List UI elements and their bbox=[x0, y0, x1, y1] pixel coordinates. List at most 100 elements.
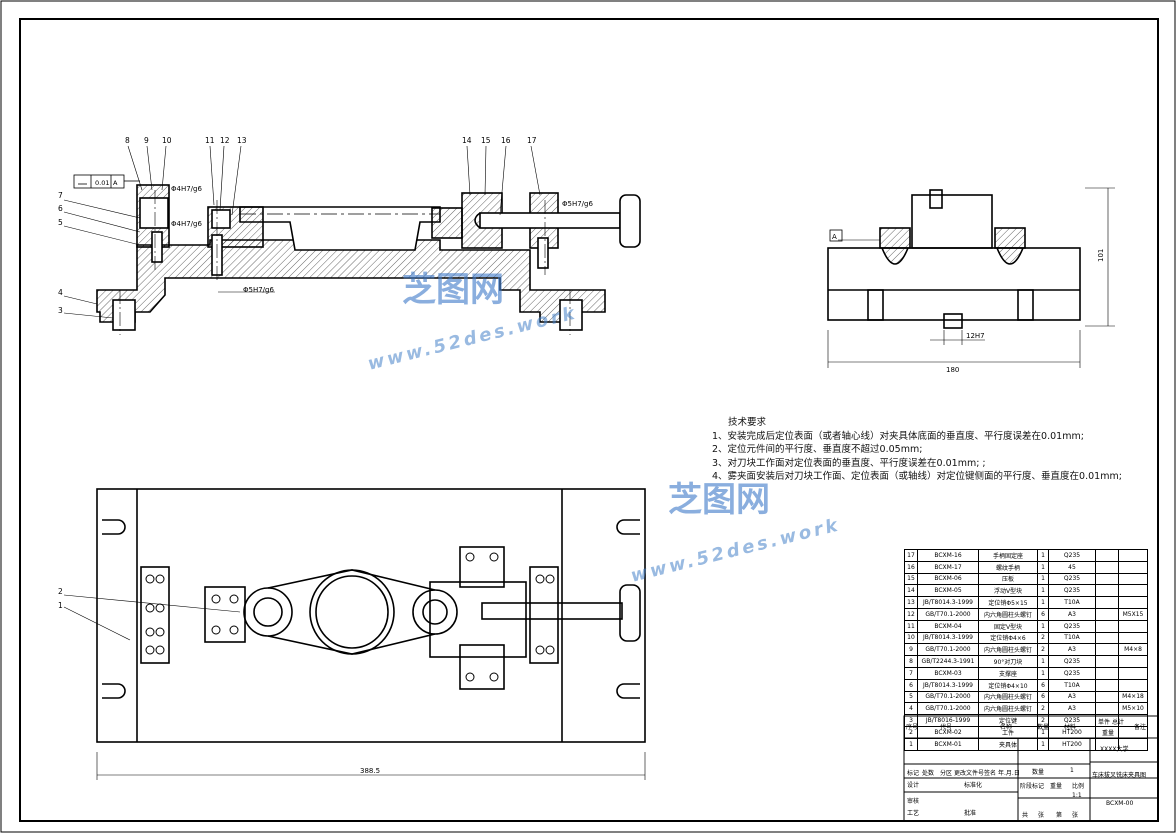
callout-2: 2 bbox=[58, 587, 63, 596]
bom-name: 内六角圆柱头螺钉 bbox=[978, 690, 1038, 704]
bom-seq: 11 bbox=[904, 619, 918, 633]
bom-name: 固定V型块 bbox=[978, 619, 1038, 633]
bom-name: 螺纹手柄 bbox=[978, 560, 1038, 574]
callout-15: 15 bbox=[481, 136, 491, 145]
bom-code: BCXM-05 bbox=[917, 584, 979, 598]
tech-req-item: 1、安装完成后定位表面（或者轴心线）对夹具体底面的垂直度、平行度误差在0.01m… bbox=[712, 430, 1084, 442]
bom-weight bbox=[1095, 655, 1119, 668]
fit-label-3: Φ5H7/g6 bbox=[243, 286, 274, 294]
tb-label-mark: 标记 bbox=[907, 770, 920, 777]
callout-10: 10 bbox=[162, 136, 172, 145]
tb-label-change: 更改文件号 bbox=[954, 770, 985, 777]
callout-6: 6 bbox=[58, 204, 63, 213]
fit-label-1: Φ4H7/g6 bbox=[171, 185, 202, 193]
tb-label-zone: 分区 bbox=[940, 770, 953, 777]
plan-view bbox=[96, 488, 646, 743]
tolerance-value: 0.01 bbox=[95, 179, 109, 187]
bom-name: 定位销Φ4×10 bbox=[978, 678, 1038, 692]
bom-material: A3 bbox=[1048, 702, 1096, 716]
side-view bbox=[827, 189, 1081, 329]
bom-remark: M4×8 bbox=[1118, 643, 1148, 657]
drawing-title: 车床拔叉铣床夹具图 bbox=[1092, 772, 1147, 779]
bom-seq: 7 bbox=[904, 666, 918, 680]
school-name: XXXX大学 bbox=[1100, 746, 1129, 753]
bom-name: 90°对刀块 bbox=[978, 655, 1038, 668]
bom-seq: 14 bbox=[904, 584, 918, 598]
bom-seq: 12 bbox=[904, 607, 918, 621]
dim-width-side: 180 bbox=[946, 366, 959, 374]
bom-name: 定位销Φ4×6 bbox=[978, 631, 1038, 645]
bom-remark: M5×10 bbox=[1118, 702, 1148, 716]
bom-code: BCXM-17 bbox=[917, 560, 979, 574]
bom-material: T10A bbox=[1048, 596, 1096, 609]
bom-material: Q235 bbox=[1048, 549, 1096, 562]
scale-label: 比例 bbox=[1072, 783, 1085, 790]
bom-qty: 1 bbox=[1037, 666, 1049, 680]
fit-label-4: Φ5H7/g6 bbox=[562, 200, 593, 208]
bom-qty: 2 bbox=[1037, 702, 1049, 716]
bom-seq: 4 bbox=[904, 702, 918, 716]
bom-seq: 17 bbox=[904, 549, 918, 562]
bom-weight bbox=[1095, 702, 1119, 716]
tolerance-datum: A bbox=[113, 179, 118, 187]
bom-qty: 1 bbox=[1037, 737, 1049, 751]
tb-label-design: 设计 bbox=[907, 782, 920, 789]
bom-seq: 5 bbox=[904, 690, 918, 704]
bom-name: 定位销Φ5×15 bbox=[978, 596, 1038, 609]
bom-qty: 6 bbox=[1037, 607, 1049, 621]
bom-material: Q235 bbox=[1048, 572, 1096, 586]
bom-material: 45 bbox=[1048, 560, 1096, 574]
bom-code: GB/T70.1-2000 bbox=[917, 643, 979, 657]
bom-name: 手柄固定座 bbox=[978, 549, 1038, 562]
bom-seq: 13 bbox=[904, 596, 918, 609]
bom-qty: 1 bbox=[1037, 560, 1049, 574]
callout-13: 13 bbox=[237, 136, 247, 145]
bom-qty: 6 bbox=[1037, 678, 1049, 692]
stage-label: 阶段标记 bbox=[1020, 783, 1045, 790]
bom-material: Q235 bbox=[1048, 666, 1096, 680]
callout-12: 12 bbox=[220, 136, 230, 145]
bom-weight bbox=[1095, 572, 1119, 586]
tb-label-standard: 标准化 bbox=[964, 782, 983, 789]
tech-req-item: 2、定位元件间的平行度、垂直度不超过0.05mm; bbox=[712, 444, 923, 456]
callout-11: 11 bbox=[205, 136, 215, 145]
weight-label: 重量 bbox=[1050, 783, 1063, 790]
bom-name: 内六角圆柱头螺钉 bbox=[978, 607, 1038, 621]
bom-header-code: 代号 bbox=[940, 724, 953, 731]
sheet-no-b: 张 bbox=[1072, 812, 1079, 819]
dim-height: 101 bbox=[1097, 249, 1105, 262]
callout-4: 4 bbox=[58, 288, 63, 297]
bom-name: 内六角圆柱头螺钉 bbox=[978, 702, 1038, 716]
bom-remark bbox=[1118, 737, 1148, 751]
bom-weight bbox=[1095, 560, 1119, 574]
bom-remark bbox=[1118, 631, 1148, 645]
callout-14: 14 bbox=[462, 136, 472, 145]
bom-weight bbox=[1095, 631, 1119, 645]
sheet-total-a: 共 bbox=[1022, 812, 1029, 819]
datum-label: A bbox=[832, 233, 837, 241]
bom-weight bbox=[1095, 643, 1119, 657]
watermark-brand-2: 芝图网 bbox=[668, 480, 770, 520]
tb-label-sign: 签名 bbox=[984, 770, 997, 777]
bom-weight bbox=[1095, 549, 1119, 562]
watermark-brand: 芝图网 bbox=[402, 270, 504, 310]
callout-8: 8 bbox=[125, 136, 130, 145]
callout-5: 5 bbox=[58, 218, 63, 227]
front-section-view bbox=[96, 184, 641, 331]
fit-label-5: 12H7 bbox=[966, 332, 985, 340]
callout-1: 1 bbox=[58, 601, 63, 610]
drawing-number: BCXM-00 bbox=[1106, 800, 1134, 807]
bom-header: 序号 代号 名称 数量 材料 单件 总计 重量 备注 bbox=[904, 716, 1158, 738]
